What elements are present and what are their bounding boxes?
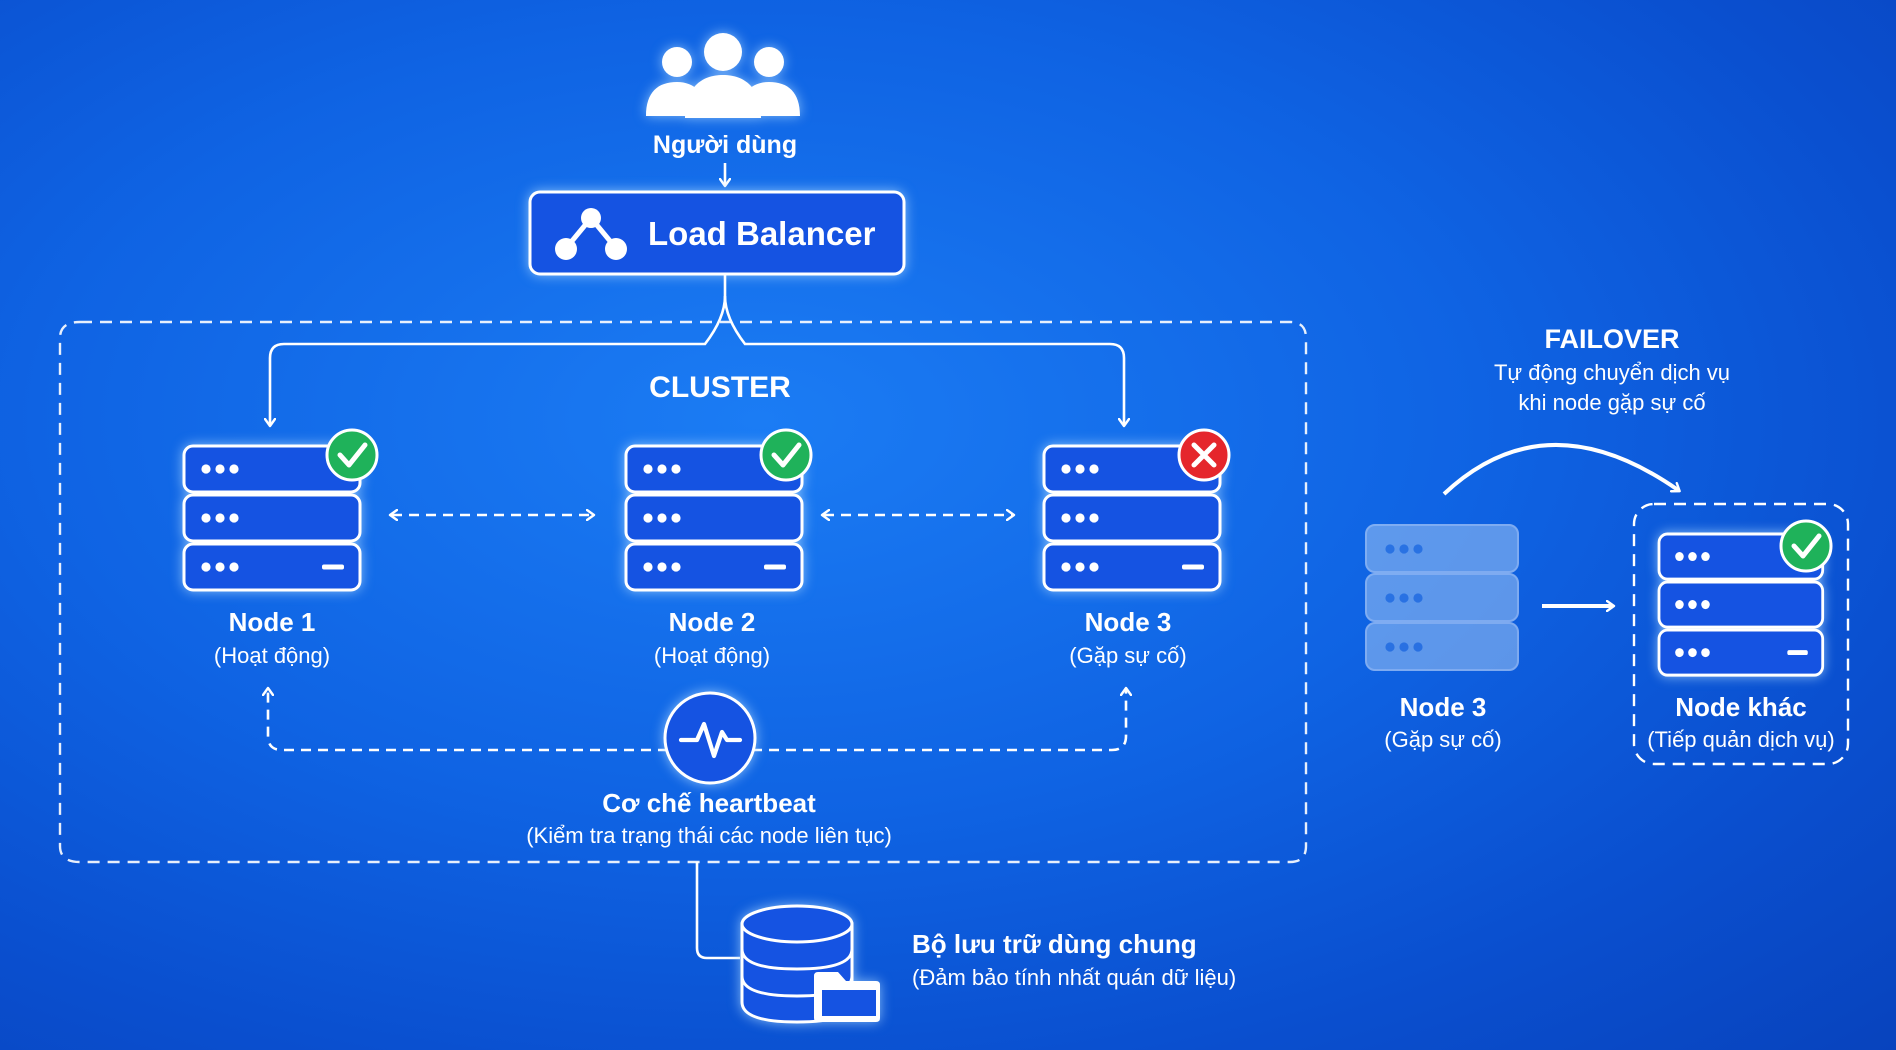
failover-line-2: khi node gặp sự cố: [1518, 390, 1705, 415]
failover-line-1: Tự động chuyển dịch vụ: [1494, 360, 1730, 385]
users-label: Người dùng: [653, 131, 797, 159]
cluster-boundary: [58, 320, 1308, 864]
error-x-icon: [1177, 428, 1231, 482]
load-balancer: Load Balancer: [528, 190, 906, 276]
failed-node-faded: [1365, 524, 1519, 671]
target-node: [1632, 502, 1850, 766]
failed-node-status: (Gặp sự cố): [1384, 727, 1501, 752]
cluster-title: CLUSTER: [649, 371, 791, 404]
cluster-to-storage-connector: [695, 862, 740, 960]
target-node-name: Node khác: [1675, 692, 1807, 722]
node-status: (Hoạt động): [654, 643, 770, 668]
node-name: Node 3: [1085, 607, 1172, 637]
node-name: Node 2: [669, 607, 756, 637]
database-icon: [740, 904, 880, 1024]
failover-curve-arrow: [1442, 443, 1678, 496]
folder-icon: [814, 972, 880, 1022]
users-icon: [646, 33, 800, 118]
heartbeat-lines: [268, 690, 1126, 752]
heartbeat-title: Cơ chế heartbeat: [602, 788, 816, 818]
check-icon: [1779, 519, 1833, 573]
failover-title: FAILOVER: [1544, 324, 1679, 354]
node-1: Node 1 (Hoạt động): [182, 428, 379, 668]
failed-node-name: Node 3: [1400, 692, 1487, 722]
storage-subtitle: (Đảm bảo tính nhất quán dữ liệu): [912, 965, 1236, 990]
lb-distribution-arrows: [270, 274, 1124, 424]
node-name: Node 1: [229, 607, 316, 637]
node-3: Node 3 (Gặp sự cố): [1042, 428, 1231, 668]
storage-title: Bộ lưu trữ dùng chung: [912, 929, 1197, 959]
heartbeat-subtitle: (Kiểm tra trạng thái các node liên tục): [526, 823, 892, 848]
check-icon: [325, 428, 379, 482]
target-node-status: (Tiếp quản dịch vụ): [1647, 727, 1835, 752]
node-status: (Gặp sự cố): [1069, 643, 1186, 668]
check-icon: [759, 428, 813, 482]
load-balancer-icon: [555, 208, 627, 260]
load-balancer-label: Load Balancer: [648, 215, 876, 252]
node-status: (Hoạt động): [214, 643, 330, 668]
heartbeat-icon: [663, 691, 757, 785]
node-2: Node 2 (Hoạt động): [624, 428, 813, 668]
